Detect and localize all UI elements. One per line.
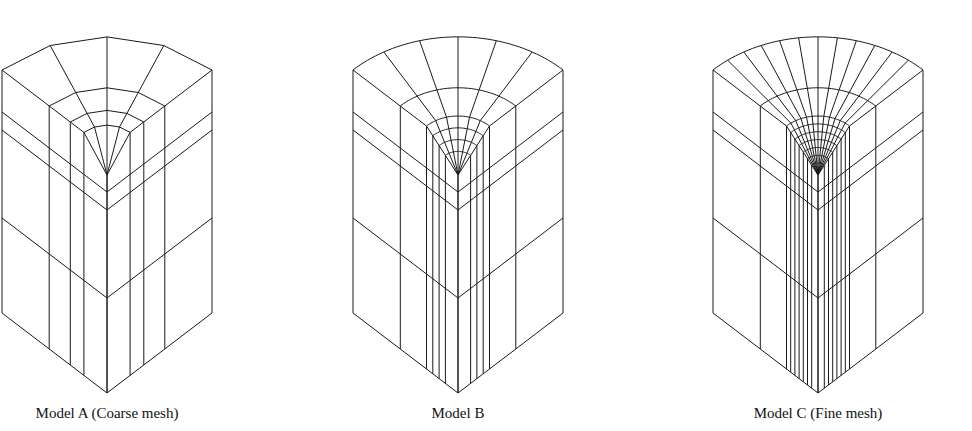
finite-element-mesh: [2, 37, 212, 393]
finite-element-mesh: [353, 37, 563, 393]
model-caption: Model B: [432, 404, 485, 422]
model-caption: Model C (Fine mesh): [754, 404, 883, 422]
finite-element-mesh: [713, 37, 923, 393]
model-caption: Model A (Coarse mesh): [36, 404, 179, 422]
